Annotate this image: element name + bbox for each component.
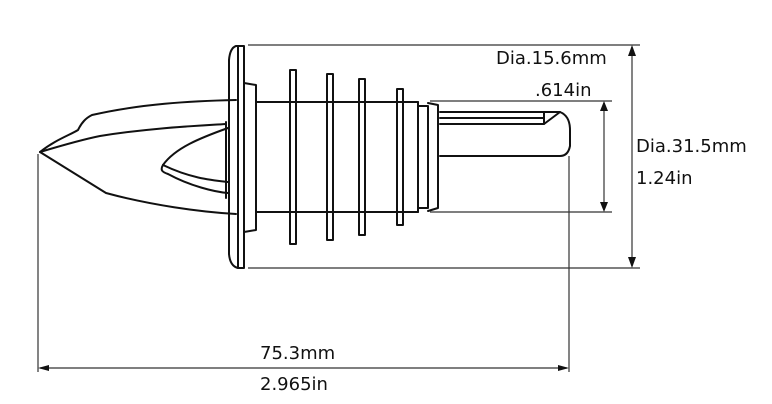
inner-diameter-metric-label: Dia.15.6mm bbox=[496, 48, 607, 69]
outer-diameter-metric-label: Dia.31.5mm bbox=[636, 136, 747, 157]
air-tube bbox=[439, 111, 571, 157]
body-tube bbox=[255, 101, 439, 213]
sealing-fins bbox=[289, 69, 404, 245]
overall-length-metric-label: 75.3mm bbox=[260, 343, 336, 364]
arrowheads bbox=[38, 45, 636, 371]
outer-diameter-imperial-label: 1.24in bbox=[636, 168, 693, 189]
inner-diameter-imperial-label: .614in bbox=[535, 80, 592, 101]
overall-length-imperial-label: 2.965in bbox=[260, 374, 328, 395]
flange bbox=[228, 45, 257, 269]
spout-tip bbox=[39, 99, 237, 215]
